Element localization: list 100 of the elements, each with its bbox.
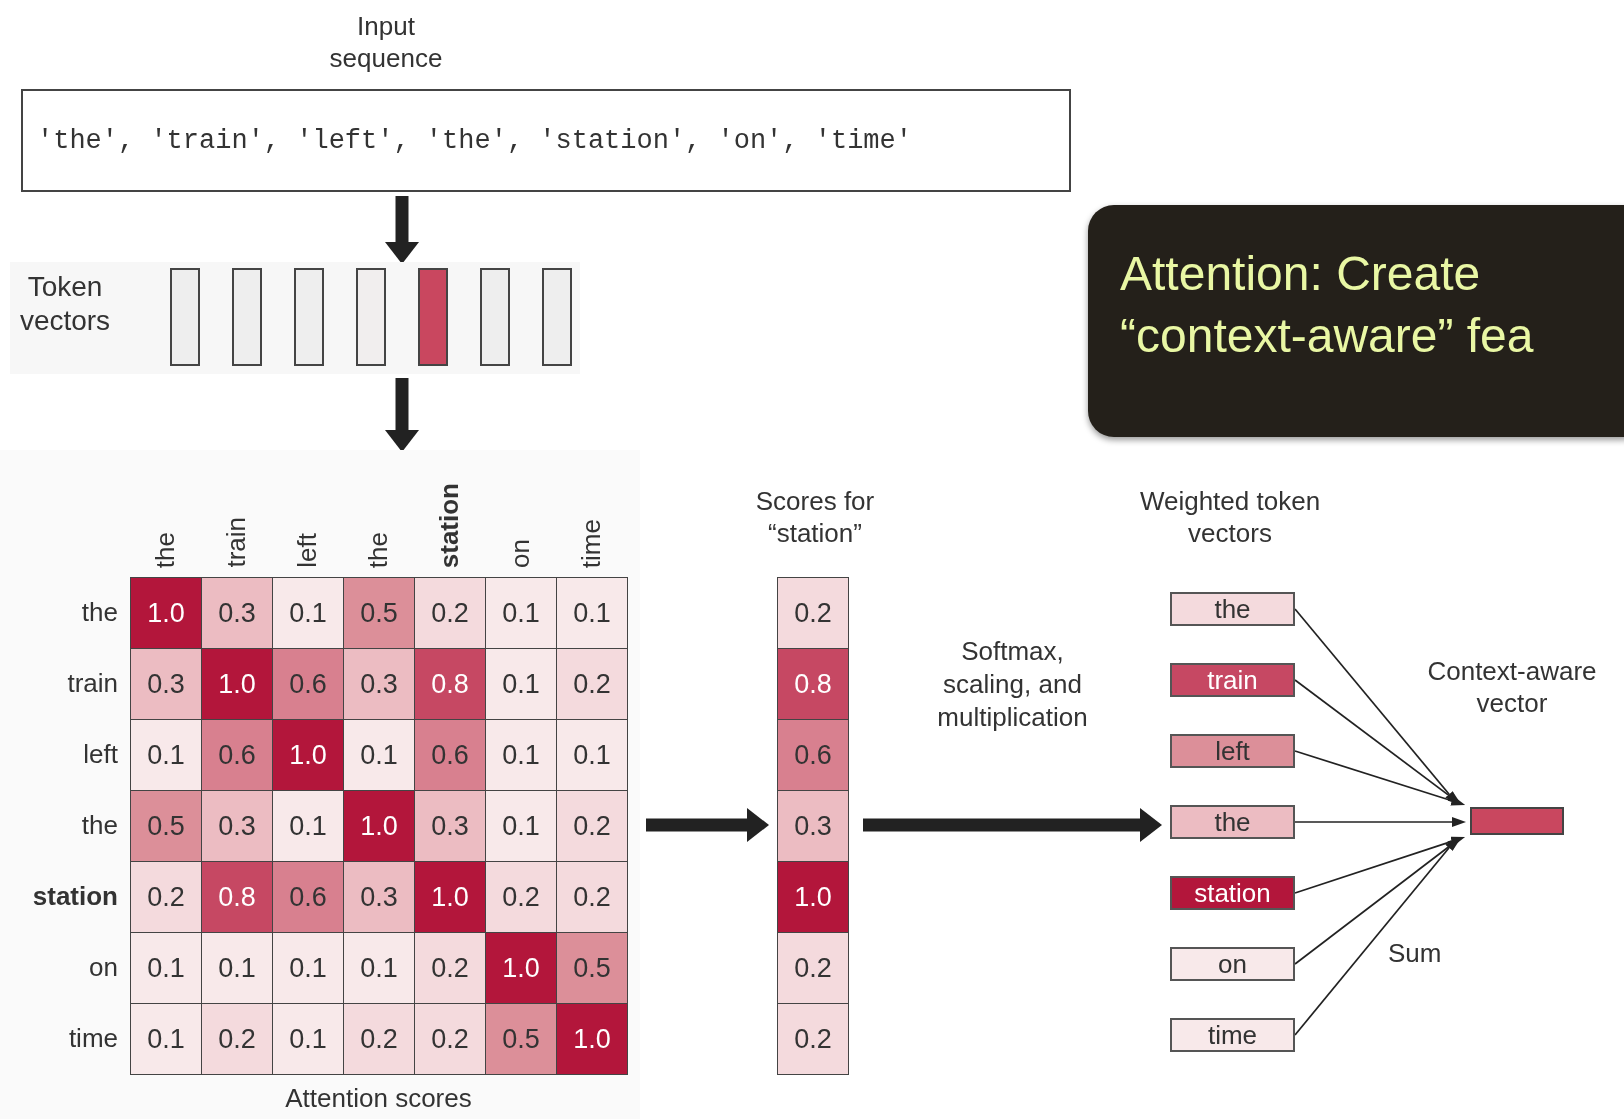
token-vector-bar xyxy=(356,268,386,366)
row-header: train xyxy=(66,667,118,700)
row-header: left xyxy=(82,738,118,771)
score-cell: 0.5 xyxy=(556,932,628,1004)
arrow xyxy=(385,196,419,264)
row-header: station xyxy=(31,880,118,913)
section-heading: Attention scores xyxy=(284,1082,473,1114)
score-cell: 0.8 xyxy=(777,648,849,720)
section-heading: Context-aware vector xyxy=(1426,655,1598,719)
row-header: the xyxy=(80,596,118,629)
score-cell: 0.1 xyxy=(556,577,628,649)
score-cell: 0.3 xyxy=(343,861,415,933)
row-header: time xyxy=(67,1022,118,1055)
score-cell: 1.0 xyxy=(272,719,344,791)
score-cell: 0.2 xyxy=(414,932,486,1004)
score-cell: 0.5 xyxy=(130,790,202,862)
token-vector-bar xyxy=(418,268,448,366)
annotation-text: Sum xyxy=(1388,938,1442,969)
title-banner: Attention: Create “context-aware” fea xyxy=(1088,205,1624,437)
score-cell: 0.3 xyxy=(414,790,486,862)
input-sequence-box: 'the', 'train', 'left', 'the', 'station', 'on', 'time' xyxy=(21,89,1071,192)
score-cell: 1.0 xyxy=(414,861,486,933)
score-cell: 0.1 xyxy=(201,932,273,1004)
weighted-token-box: the xyxy=(1170,805,1295,839)
token-vector-bar xyxy=(542,268,572,366)
score-cell: 0.3 xyxy=(201,790,273,862)
score-cell: 1.0 xyxy=(343,790,415,862)
score-cell: 1.0 xyxy=(777,861,849,933)
score-cell: 0.1 xyxy=(130,932,202,1004)
score-cell: 0.2 xyxy=(130,861,202,933)
arrow xyxy=(1294,750,1466,806)
weighted-token-box: train xyxy=(1170,663,1295,697)
weighted-token-box: station xyxy=(1170,876,1295,910)
score-cell: 0.1 xyxy=(272,790,344,862)
row-header: on xyxy=(88,951,118,984)
score-cell: 0.2 xyxy=(777,1003,849,1075)
token-vector-bar xyxy=(480,268,510,366)
score-cell: 0.2 xyxy=(414,577,486,649)
arrow xyxy=(1294,837,1462,965)
score-cell: 0.6 xyxy=(201,719,273,791)
score-cell: 0.1 xyxy=(485,719,557,791)
score-cell: 0.1 xyxy=(485,648,557,720)
score-cell: 0.2 xyxy=(201,1003,273,1075)
score-cell: 0.2 xyxy=(414,1003,486,1075)
column-header: train xyxy=(220,516,252,568)
column-header: time xyxy=(575,517,607,568)
score-cell: 0.1 xyxy=(130,1003,202,1075)
score-cell: 0.2 xyxy=(777,932,849,1004)
column-header: on xyxy=(504,538,536,568)
score-cell: 1.0 xyxy=(556,1003,628,1075)
section-heading: Input sequence xyxy=(328,10,444,74)
weighted-token-box: the xyxy=(1170,592,1295,626)
score-cell: 0.1 xyxy=(343,719,415,791)
arrow xyxy=(1294,836,1466,894)
score-cell: 0.1 xyxy=(485,577,557,649)
score-cell: 0.5 xyxy=(343,577,415,649)
section-heading: Token vectors xyxy=(18,270,112,338)
score-cell: 0.8 xyxy=(201,861,273,933)
score-cell: 0.6 xyxy=(777,719,849,791)
score-cell: 0.6 xyxy=(272,861,344,933)
arrow xyxy=(1294,817,1466,827)
score-cell: 0.3 xyxy=(201,577,273,649)
score-cell: 0.1 xyxy=(272,932,344,1004)
score-cell: 0.6 xyxy=(414,719,486,791)
token-vector-bar xyxy=(170,268,200,366)
weighted-token-box: on xyxy=(1170,947,1295,981)
heatmap-panel xyxy=(0,450,640,1119)
score-cell: 1.0 xyxy=(201,648,273,720)
score-cell: 0.2 xyxy=(777,577,849,649)
column-header: left xyxy=(291,532,323,568)
score-cell: 0.1 xyxy=(556,719,628,791)
score-cell: 0.1 xyxy=(272,577,344,649)
score-cell: 0.2 xyxy=(556,861,628,933)
score-cell: 0.1 xyxy=(343,932,415,1004)
score-cell: 0.3 xyxy=(343,648,415,720)
score-cell: 0.1 xyxy=(272,1003,344,1075)
arrow xyxy=(646,808,769,842)
weighted-token-box: left xyxy=(1170,734,1295,768)
score-cell: 0.5 xyxy=(485,1003,557,1075)
score-cell: 1.0 xyxy=(485,932,557,1004)
column-header: the xyxy=(362,530,394,568)
arrow xyxy=(863,808,1162,842)
token-vector-panel xyxy=(10,262,580,374)
score-cell: 0.6 xyxy=(272,648,344,720)
score-cell: 0.2 xyxy=(556,790,628,862)
score-cell: 0.3 xyxy=(130,648,202,720)
score-cell: 0.3 xyxy=(777,790,849,862)
token-vector-bar xyxy=(232,268,262,366)
arrow xyxy=(385,378,419,452)
score-cell: 0.8 xyxy=(414,648,486,720)
score-cell: 0.1 xyxy=(485,790,557,862)
column-header: station xyxy=(433,481,465,568)
weighted-token-box: time xyxy=(1170,1018,1295,1052)
score-cell: 1.0 xyxy=(130,577,202,649)
section-heading: Weighted token vectors xyxy=(1138,485,1322,549)
column-header: the xyxy=(149,530,181,568)
score-cell: 0.1 xyxy=(130,719,202,791)
score-cell: 0.2 xyxy=(343,1003,415,1075)
token-vector-bar xyxy=(294,268,324,366)
score-cell: 0.2 xyxy=(485,861,557,933)
